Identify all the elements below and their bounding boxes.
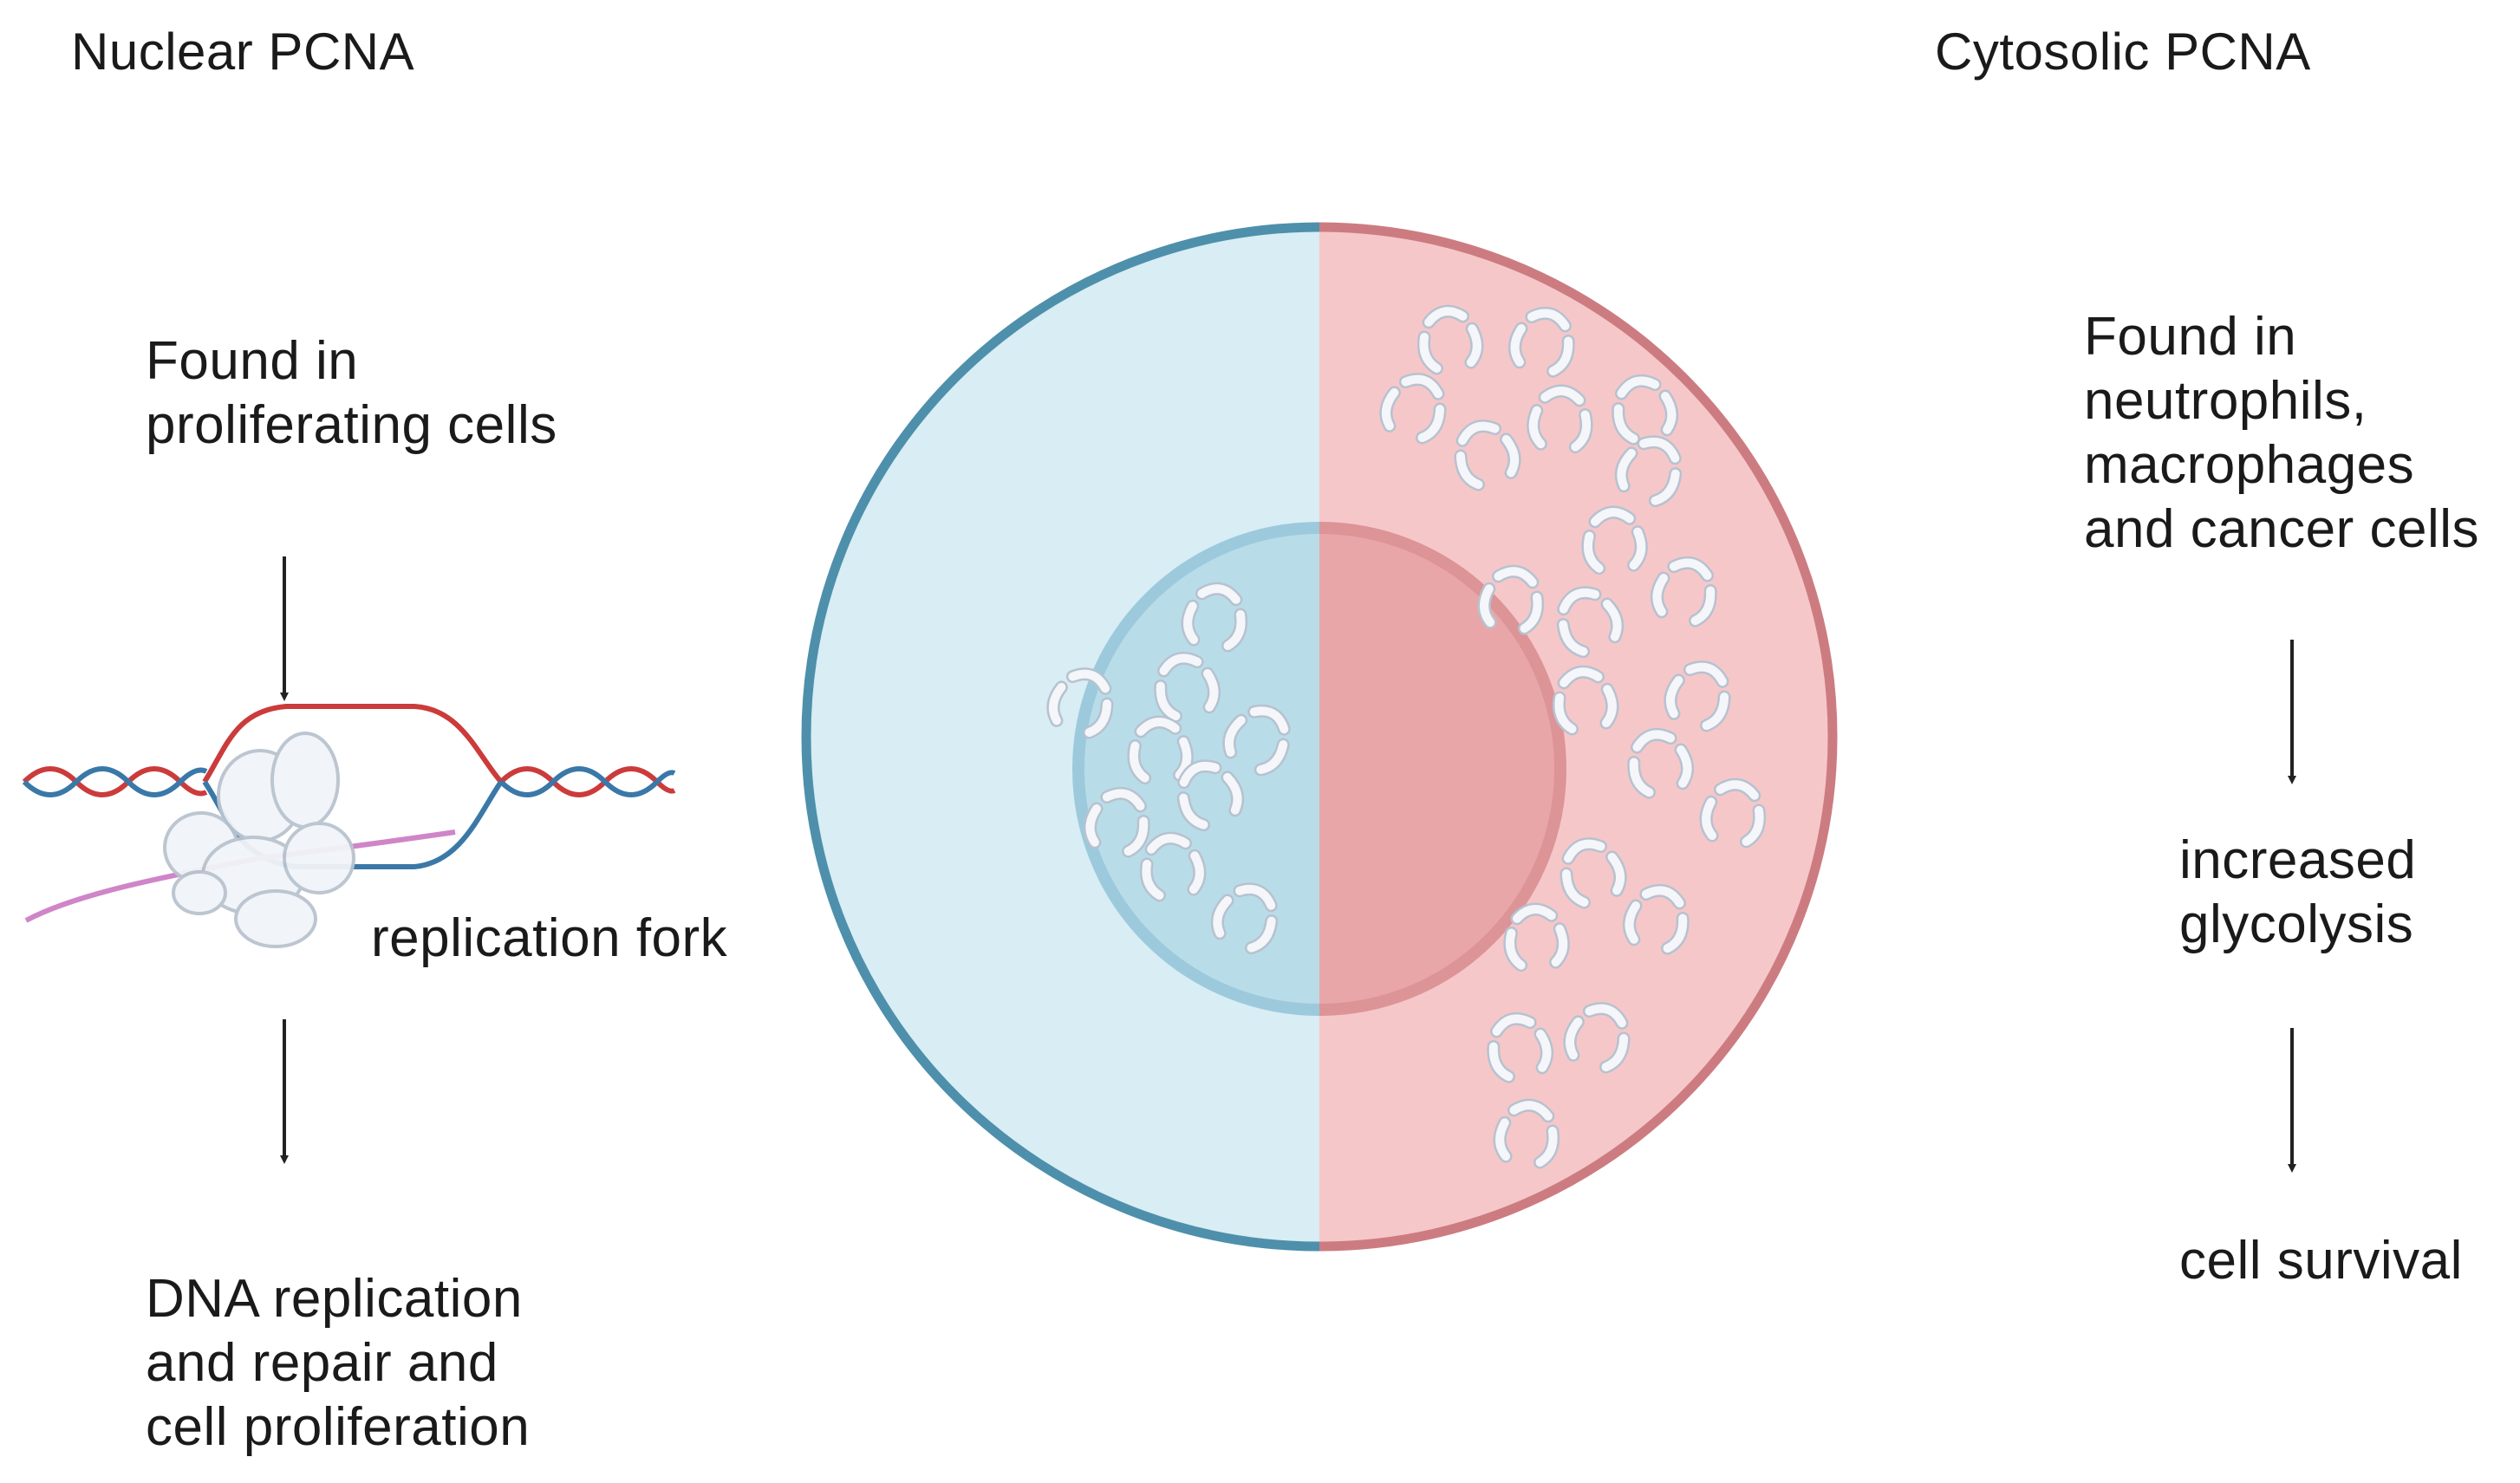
nuclear-outcome-label: DNA replication and repair and cell prol… [146, 1269, 531, 1457]
cell-cytosolic-half [1319, 222, 1838, 1252]
replication-fork-label: replication fork [371, 908, 728, 968]
nuclear-found-in-label: Found in proliferating cells [146, 331, 557, 455]
cytosolic-found-in-label: Found in neutrophils, macrophages and ca… [2084, 307, 2480, 559]
cell-survival-label: cell survival [2179, 1231, 2463, 1291]
nuclear-pcna-heading: Nuclear PCNA [71, 23, 415, 81]
glycolysis-label: increased glycolysis [2179, 830, 2417, 954]
cytosolic-pcna-heading: Cytosolic PCNA [1935, 23, 2311, 81]
replication-fork-icon [22, 704, 676, 948]
